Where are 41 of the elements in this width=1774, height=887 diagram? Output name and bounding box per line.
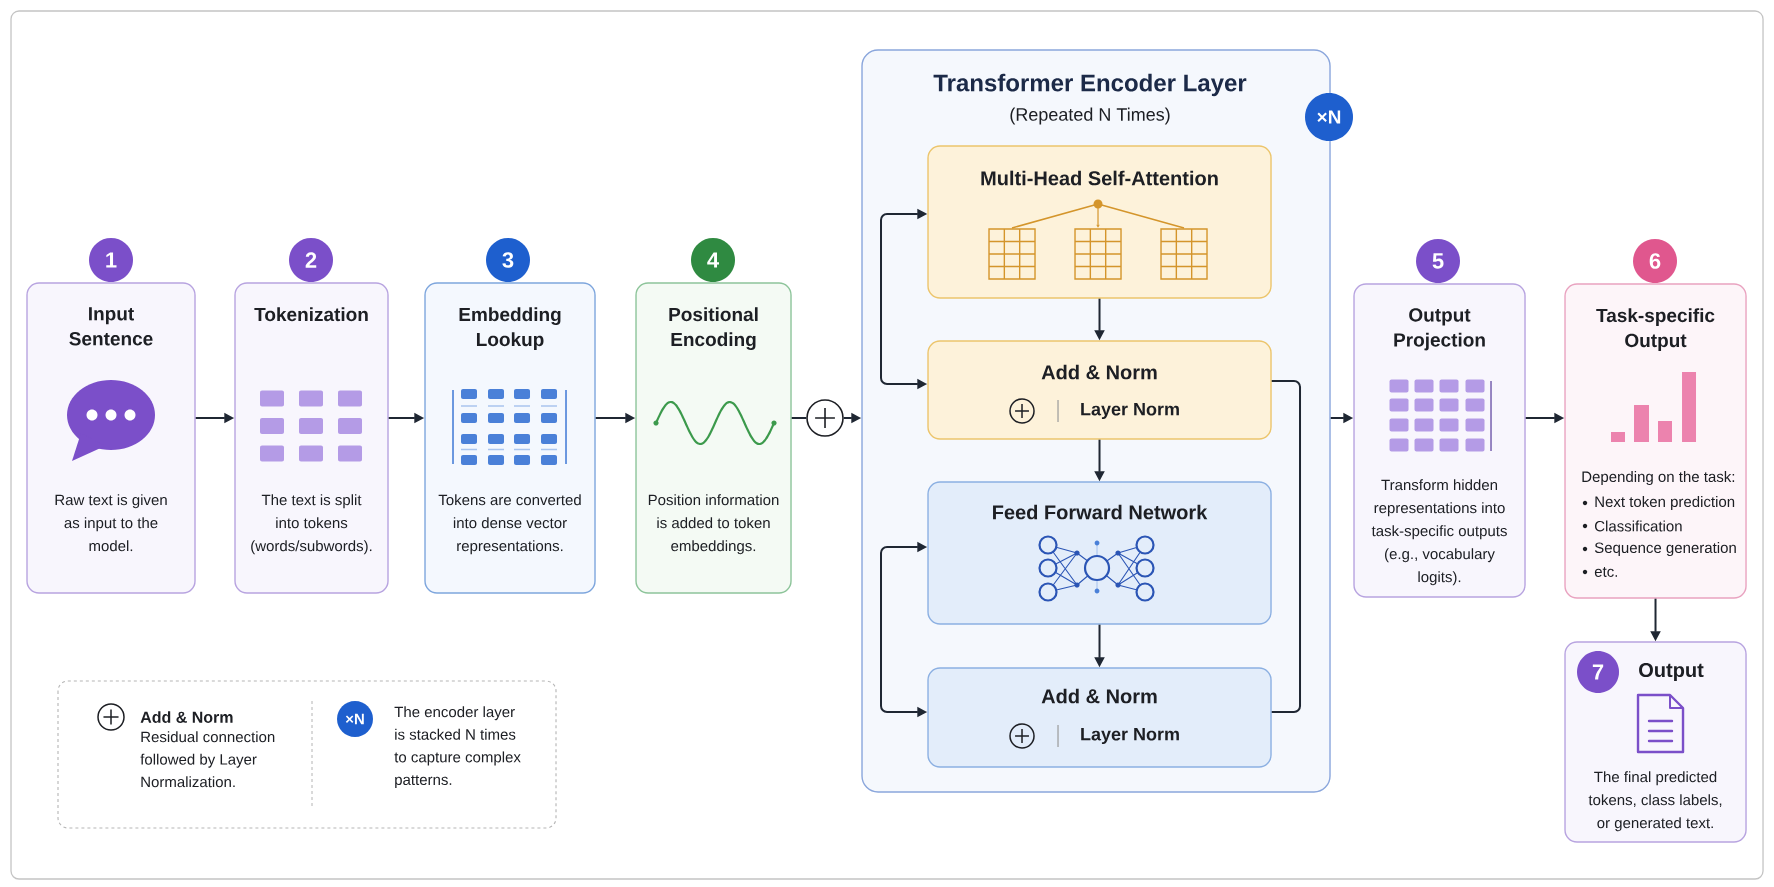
number-badge: ×N <box>1305 93 1353 141</box>
connector-line <box>790 417 808 419</box>
list-item: Sequence generation <box>1594 542 1736 556</box>
number-badge: 3 <box>486 238 530 282</box>
card-description: Raw text is given as input to the model. <box>55 494 167 552</box>
number-badge: 7 <box>1577 651 1619 693</box>
layer-title: Transformer Encoder Layer <box>933 73 1247 97</box>
block-title: Add & Norm <box>1041 688 1157 704</box>
list-heading: Depending on the task: <box>1582 471 1735 485</box>
number-badge: 5 <box>1416 239 1460 283</box>
legend-description: Residual connection followed by Layer Normalization. <box>140 731 275 788</box>
block-label: Layer Norm <box>1081 727 1179 745</box>
block-title: Add & Norm <box>1041 364 1157 380</box>
number-badge: 1 <box>89 238 133 282</box>
connector-line <box>1270 380 1301 713</box>
list-item: etc. <box>1594 567 1617 577</box>
number-badge: 6 <box>1633 239 1677 283</box>
block-title: Feed Forward Network <box>993 504 1208 520</box>
card-title: Output <box>1639 662 1704 682</box>
card-title: Tokenization <box>254 307 368 322</box>
card-description: The text is split into tokens (words/subwords). <box>251 494 372 555</box>
card-title: Input Sentence <box>69 307 153 346</box>
repeat-badge: ×N <box>337 701 373 737</box>
legend-text: Add & Norm <box>140 711 233 723</box>
block-label: Layer Norm <box>1081 402 1179 420</box>
block-title: Multi-Head Self-Attention <box>981 170 1218 186</box>
card-title: Positional Encoding <box>669 307 758 350</box>
plus-circle <box>806 399 844 437</box>
card-title: Output Projection <box>1394 308 1485 351</box>
card-description: Tokens are converted into dense vector representations. <box>438 494 581 555</box>
number-badge: 4 <box>691 238 735 282</box>
card-description: Transform hidden representations into task-specific outputs (e.g., vocabulary logits). <box>1371 479 1507 586</box>
list-item: Classification <box>1595 520 1682 532</box>
card-title: Embedding Lookup <box>459 307 561 350</box>
layer-subtitle: (Repeated N Times) <box>1010 107 1170 125</box>
card-description: The final predicted tokens, class labels, or generated text. <box>1588 771 1722 832</box>
card-title: Task-specific Output <box>1596 308 1715 351</box>
number-badge: 2 <box>289 238 333 282</box>
list-item: Next token prediction <box>1595 496 1735 510</box>
legend-text: The encoder layer is stacked N times to capture complex patterns. <box>394 706 521 788</box>
card-description: Position information is added to token embeddings. <box>648 494 779 555</box>
